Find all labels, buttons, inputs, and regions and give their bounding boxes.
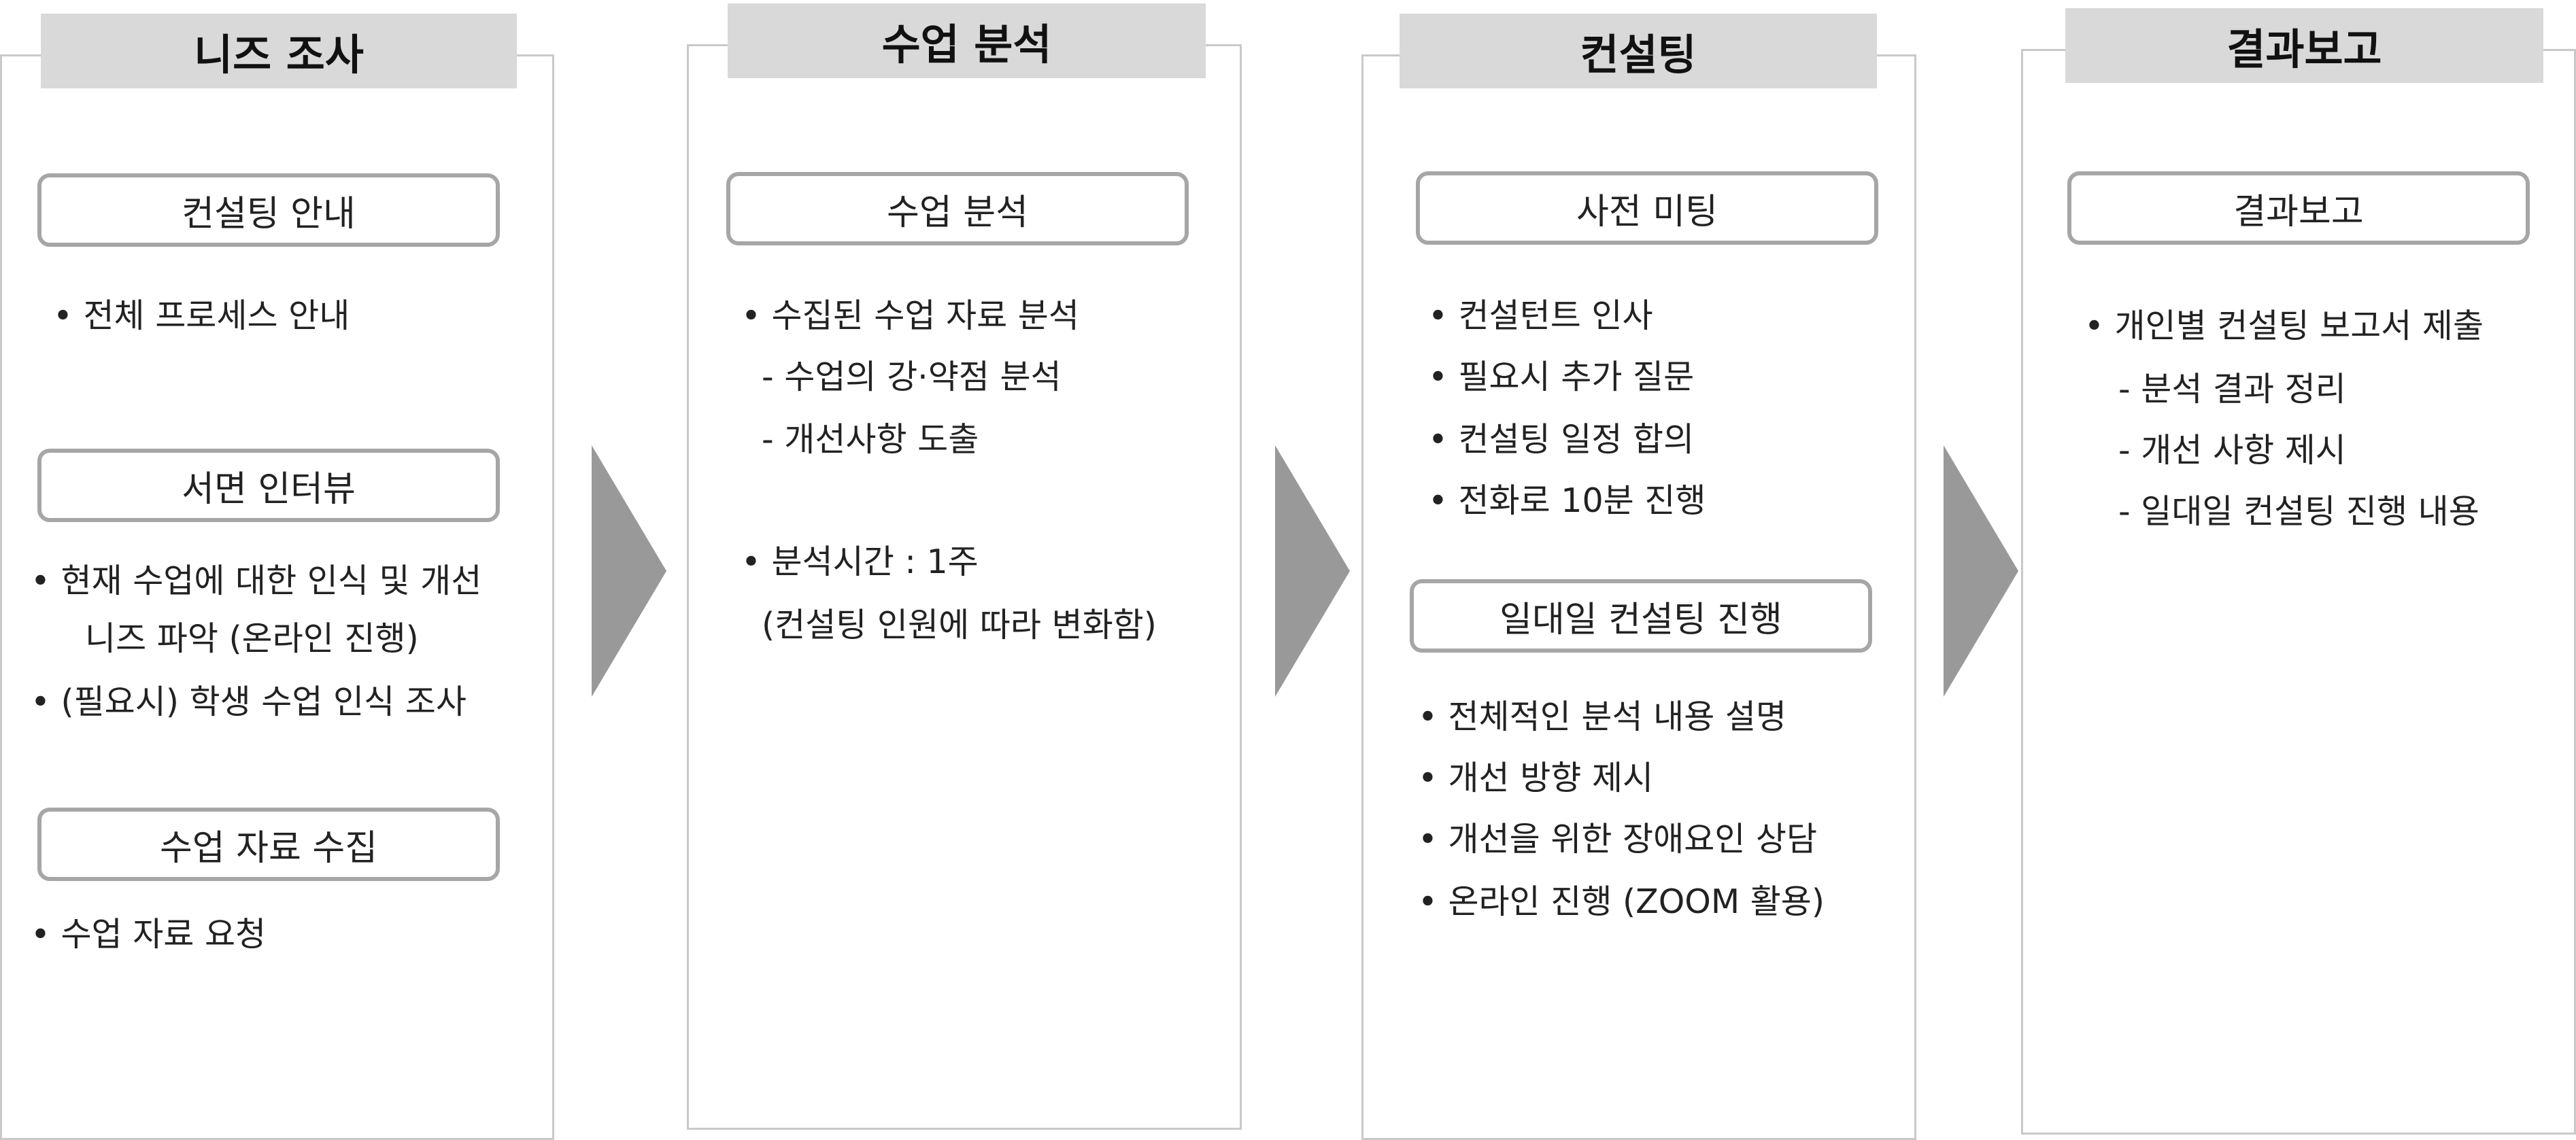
- bullet-line: • 필요시 추가 질문: [1428, 358, 1695, 396]
- bullet-line: • 수업 자료 요청: [31, 915, 267, 954]
- bullet-line: - 개선 사항 제시: [2118, 431, 2346, 470]
- process-arrow: [1944, 445, 2018, 697]
- bullet-line: • 컨설팅 일정 합의: [1428, 420, 1695, 459]
- step-title: 결과보고: [2233, 191, 2364, 232]
- step-title: 수업 자료 수집: [159, 827, 378, 869]
- bullet-line: • 개선 방향 제시: [1418, 759, 1654, 797]
- bullet-line: - 분석 결과 정리: [2118, 370, 2346, 409]
- bullet-line: (컨설팅 인원에 따라 변화함): [762, 606, 1157, 644]
- bullet-line: • 컨설턴트 인사: [1428, 296, 1653, 335]
- bullet-line: - 수업의 강·약점 분석: [762, 358, 1062, 396]
- bullet-line: • 전체적인 분석 내용 설명: [1418, 697, 1787, 736]
- step-pre-meeting: 사전 미팅: [1416, 171, 1878, 245]
- process-arrow: [1275, 445, 1350, 697]
- step-class-analysis: 수업 분석: [726, 172, 1189, 245]
- bullet-line: • 개선을 위한 장애요인 상담: [1418, 820, 1818, 859]
- bullet-line: • 수집된 수업 자료 분석: [741, 296, 1079, 335]
- bullet-line: 니즈 파악 (온라인 진행): [85, 619, 419, 658]
- step-consulting-guide: 컨설팅 안내: [37, 173, 500, 247]
- bullet-line: • 현재 수업에 대한 인식 및 개선: [31, 562, 482, 600]
- bullet-line: - 일대일 컨설팅 진행 내용: [2118, 492, 2479, 531]
- step-title: 사전 미팅: [1576, 191, 1718, 232]
- bullet-line: • (필요시) 학생 수업 인식 조사: [31, 683, 467, 721]
- arrow-shape: [592, 445, 666, 697]
- step-title: 수업 분석: [887, 192, 1028, 233]
- arrow-shape: [1275, 445, 1350, 697]
- column-header-needs-survey: 니즈 조사: [41, 14, 517, 88]
- bullet-line: • 전화로 10분 진행: [1428, 481, 1706, 520]
- step-title: 서면 인터뷰: [182, 468, 356, 510]
- bullet-line: • 개인별 컨설팅 보고서 제출: [2084, 307, 2484, 345]
- bullet-line: • 전체 프로세스 안내: [53, 296, 350, 335]
- bullet-line: • 온라인 진행 (ZOOM 활용): [1418, 882, 1825, 921]
- step-title: 일대일 컨설팅 진행: [1499, 599, 1782, 640]
- step-one-on-one: 일대일 컨설팅 진행: [1410, 579, 1872, 653]
- step-material-collection: 수업 자료 수집: [37, 808, 500, 881]
- column-header-consulting: 컨설팅: [1400, 14, 1877, 88]
- process-arrow: [592, 445, 666, 697]
- arrow-shape: [1944, 445, 2018, 697]
- step-result-report: 결과보고: [2067, 171, 2530, 245]
- step-title: 컨설팅 안내: [182, 193, 356, 235]
- bullet-line: • 분석시간 : 1주: [741, 542, 979, 581]
- step-written-interview: 서면 인터뷰: [37, 449, 500, 522]
- column-header-class-analysis: 수업 분석: [728, 3, 1206, 78]
- column-header-result-report: 결과보고: [2065, 8, 2543, 83]
- bullet-line: - 개선사항 도출: [762, 420, 979, 459]
